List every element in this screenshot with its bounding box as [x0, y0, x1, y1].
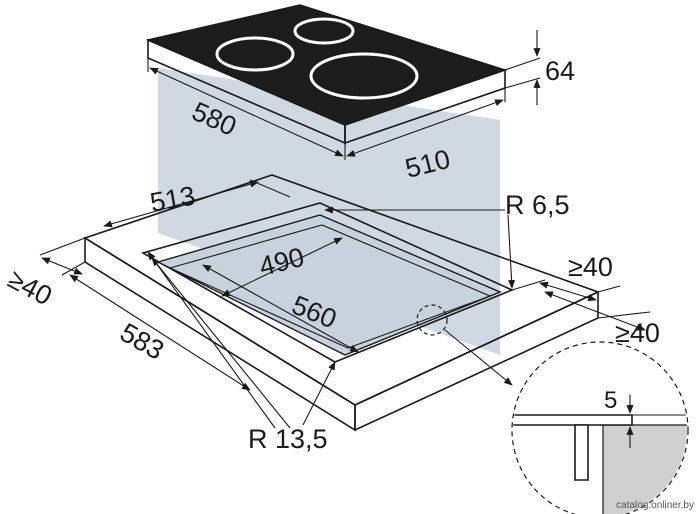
dim-corner-radius-small: R 6,5	[324, 190, 570, 289]
detail-marker	[416, 304, 513, 386]
label-detail-step: 5	[604, 387, 617, 414]
label-corner-radius-small: R 6,5	[505, 190, 570, 220]
detail-view: 5	[511, 341, 689, 514]
label-cutout-outer-depth: 583	[115, 317, 169, 366]
label-hob-height: 64	[545, 56, 575, 86]
dim-cutout-outer-width: 513	[103, 179, 291, 228]
label-corner-radius-large: R 13,5	[248, 424, 328, 454]
dim-clearance-right: ≥40	[511, 252, 621, 302]
watermark: catalog.onliner.by	[616, 500, 694, 511]
dim-clearance-left: ≥40	[3, 237, 86, 312]
dim-corner-radius-large: R 13,5	[147, 251, 336, 454]
cooking-zone-back	[293, 17, 355, 45]
dim-clearance-front-right: ≥40	[544, 291, 660, 348]
label-clearance-front-right: ≥40	[615, 318, 660, 348]
dim-hob-height: 64	[504, 30, 575, 105]
label-clearance-left: ≥40	[3, 264, 57, 312]
label-clearance-right: ≥40	[568, 252, 613, 282]
